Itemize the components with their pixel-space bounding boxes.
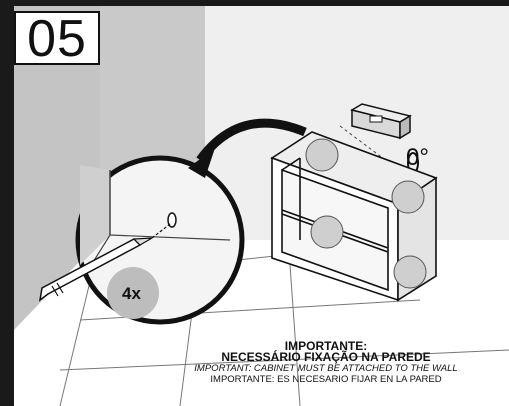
left-border — [0, 0, 14, 406]
curved-arrow-icon — [196, 118, 307, 163]
caption-english: IMPORTANT: CABINET MUST BE ATTACHED TO T… — [194, 363, 458, 374]
top-border — [0, 0, 509, 6]
warning-caption: IMPORTANTE: NECESSÁRIO FIXAÇÃO NA PAREDE… — [146, 339, 506, 385]
caption-spanish: IMPORTANTE: ES NECESARIO FIJAR EN LA PAR… — [210, 374, 442, 385]
caption-title: IMPORTANTE: — [284, 339, 368, 353]
magnified-corner — [80, 165, 231, 276]
hole-count-badge — [107, 267, 159, 319]
spirit-level-icon — [339, 103, 421, 187]
caption-portuguese: NECESSÁRIO FIXAÇÃO NA PAREDE — [221, 350, 431, 364]
step-number: 05 — [27, 10, 87, 68]
drill-mark — [167, 212, 177, 228]
level-angle-label: 0° — [406, 144, 429, 171]
pencil-icon — [38, 223, 171, 302]
cabinet-callouts — [305, 138, 427, 289]
step-number-box: 05 — [14, 10, 100, 68]
hole-count-label: 4x — [122, 284, 141, 303]
